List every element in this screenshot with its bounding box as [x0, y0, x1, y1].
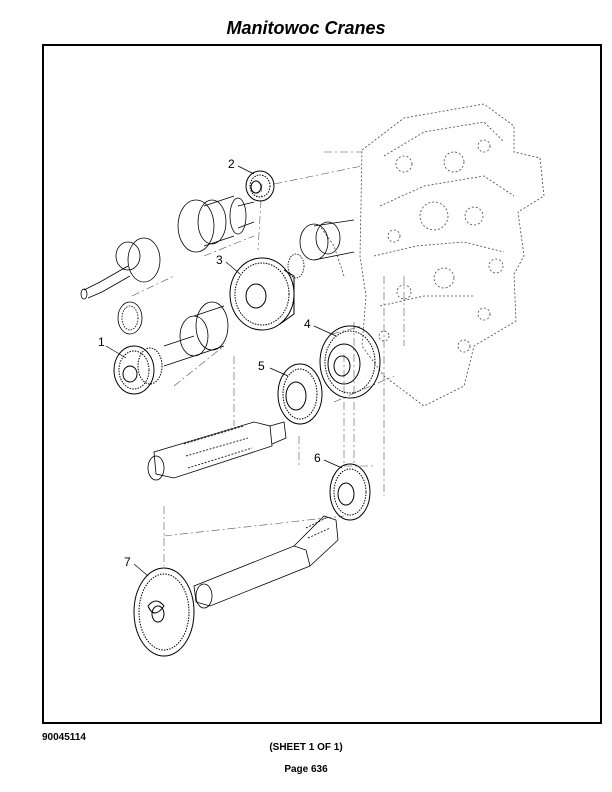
sheet-label: (SHEET 1 OF 1)	[269, 742, 343, 753]
drawing-frame: 1 2 3 4 5 6 7	[42, 44, 602, 724]
callout-7: 7	[124, 555, 131, 569]
callout-3: 3	[216, 253, 223, 267]
document-number: 90045114	[42, 732, 86, 743]
page-title: Manitowoc Cranes	[226, 18, 386, 38]
output-shaft	[193, 515, 339, 609]
exploded-gear-diagram: 1 2 3 4 5 6 7	[80, 103, 545, 657]
callout-4: 4	[304, 317, 311, 331]
splined-shaft	[147, 421, 287, 481]
small-gear	[117, 301, 143, 335]
upper-shaft	[177, 195, 255, 253]
leader-lines	[105, 165, 343, 577]
gear-7	[133, 567, 195, 657]
callout-2: 2	[228, 157, 235, 171]
right-shaft	[287, 219, 355, 279]
gear-1	[113, 345, 163, 395]
page-number: Page 636	[284, 764, 328, 775]
gear-5	[277, 363, 323, 425]
callout-1: 1	[98, 335, 105, 349]
assembly-lines	[131, 151, 405, 566]
input-shaft	[80, 237, 161, 300]
middle-shaft	[163, 301, 229, 367]
gear-6	[329, 463, 371, 521]
callout-6: 6	[314, 451, 321, 465]
transmission-housing	[319, 103, 545, 407]
callout-5: 5	[258, 359, 265, 373]
gear-2	[245, 170, 275, 202]
gear-4	[319, 325, 381, 399]
gear-3	[229, 257, 295, 331]
